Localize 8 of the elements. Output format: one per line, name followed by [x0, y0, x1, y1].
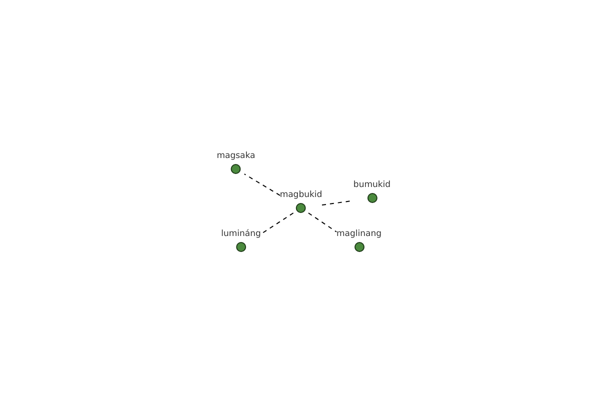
node-label: magsaka [216, 151, 256, 162]
dashed-connector [260, 212, 294, 234]
node-label: lumináng [221, 229, 261, 240]
node-label: magbukid [280, 190, 322, 201]
dashed-connector [308, 212, 337, 232]
node-label: maglinang [336, 229, 382, 240]
node-label: bumukid [353, 180, 391, 191]
dashed-connector [244, 174, 280, 196]
